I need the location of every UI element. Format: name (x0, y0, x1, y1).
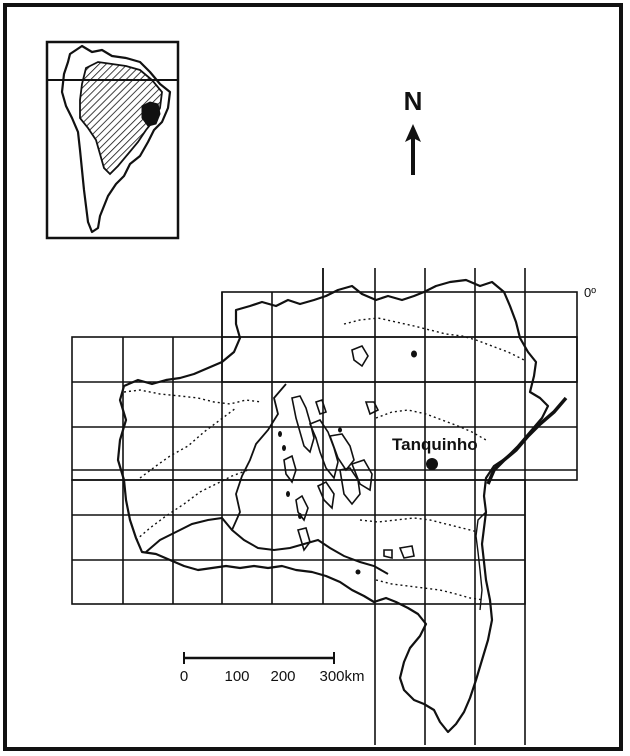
tanquinho-label: Tanquinho (392, 435, 478, 454)
southern-river (475, 511, 487, 611)
filled-spots (278, 350, 417, 575)
north-arrow-icon (405, 124, 421, 175)
inner-boundary (145, 516, 389, 575)
bahia-filled-area (141, 101, 161, 127)
state-outline (116, 278, 550, 734)
main-map: Tanquinho 0º (71, 268, 596, 745)
south-america-inset (45, 40, 180, 240)
rivers (123, 317, 525, 601)
scale-label-100: 100 (224, 668, 249, 685)
brazil-hatched-area (79, 61, 163, 176)
north-arrow: N (404, 86, 423, 175)
outer-frame (3, 3, 623, 751)
outcrop-patches (283, 345, 415, 560)
tanquinho-marker-icon (426, 458, 438, 470)
inset-frame (45, 40, 180, 240)
scale-bar: 0 100 200 300km (180, 652, 365, 685)
inner-boundary-east (231, 383, 287, 531)
coastline (486, 396, 568, 485)
north-label: N (404, 86, 423, 116)
scale-label-0: 0 (180, 668, 188, 685)
scale-label-300km: 300km (319, 668, 364, 685)
south-america-outline (60, 44, 172, 234)
scale-label-200: 200 (270, 668, 295, 685)
latitude-label: 0º (584, 285, 596, 300)
